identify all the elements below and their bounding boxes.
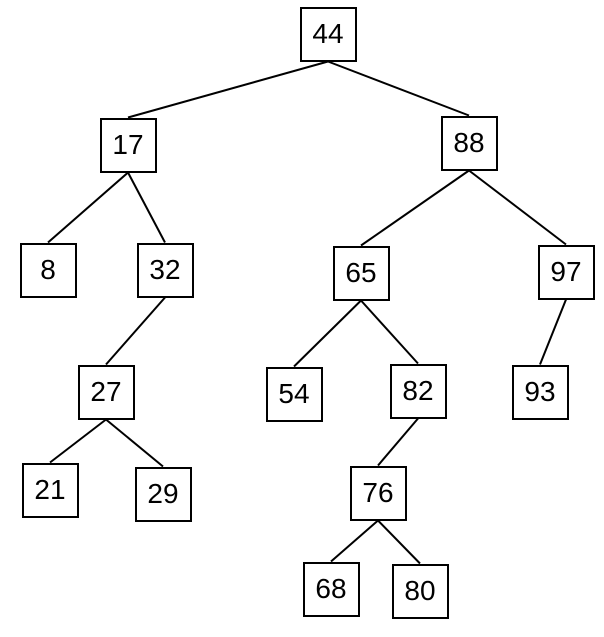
tree-node-88: 88	[440, 115, 498, 171]
tree-edge-76-68	[330, 519, 379, 563]
tree-node-65: 65	[332, 245, 390, 301]
tree-edge-88-65	[360, 169, 470, 247]
tree-node-76: 76	[349, 465, 407, 521]
tree-node-29: 29	[134, 466, 192, 522]
tree-edge-44-17	[127, 60, 329, 119]
tree-node-27: 27	[77, 364, 135, 420]
tree-node-68: 68	[302, 561, 360, 617]
tree-edge-32-27	[105, 296, 166, 366]
tree-edge-82-76	[377, 417, 419, 467]
tree-edge-17-32	[127, 172, 166, 243]
tree-node-80: 80	[391, 563, 449, 619]
tree-node-21: 21	[21, 462, 79, 518]
tree-edge-88-97	[468, 169, 567, 246]
tree-node-17: 17	[99, 117, 157, 173]
tree-node-8: 8	[19, 242, 77, 298]
tree-node-97: 97	[537, 244, 595, 300]
tree-edge-44-88	[327, 60, 470, 117]
tree-edge-65-82	[360, 299, 419, 365]
tree-edge-65-54	[293, 299, 362, 368]
tree-node-44: 44	[299, 6, 357, 62]
tree-node-32: 32	[136, 242, 194, 298]
tree-node-82: 82	[389, 363, 447, 419]
tree-node-54: 54	[265, 366, 323, 422]
tree-node-93: 93	[511, 364, 569, 420]
tree-edge-76-80	[377, 519, 421, 565]
tree-edge-17-8	[47, 171, 129, 244]
tree-edge-27-29	[105, 418, 164, 468]
tree-edge-27-21	[49, 418, 107, 464]
tree-edge-97-93	[539, 299, 567, 365]
